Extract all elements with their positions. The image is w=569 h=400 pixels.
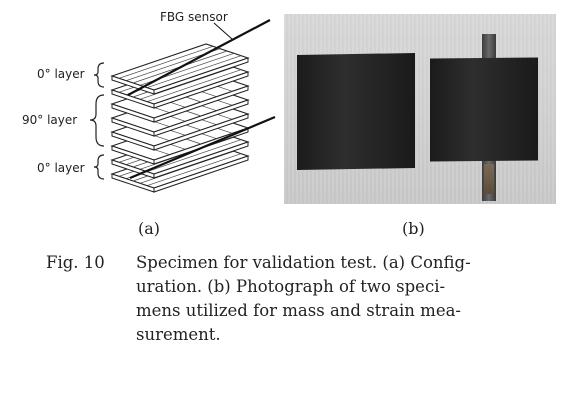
specimen-plate-right <box>430 57 538 162</box>
caption-line-1: Specimen for validation test. (a) Config… <box>136 253 471 272</box>
caption-line-3: mens utilized for mass and strain mea- <box>136 301 462 320</box>
ply-stack <box>110 43 250 193</box>
fbg-fiber-lower <box>129 115 276 180</box>
brace-middle <box>89 94 105 147</box>
fbg-sensor-label: FBG sensor <box>160 10 228 24</box>
fbg-fiber-upper <box>127 19 271 96</box>
sensor-leader-line <box>213 22 233 40</box>
layer-label-top: 0° layer <box>37 67 85 81</box>
caption-line-4: surement. <box>136 325 221 344</box>
subfigure-label-a: (a) <box>138 219 161 238</box>
laminate-diagram: FBG sensor 0° layer 90° layer 0° layer <box>22 10 276 193</box>
subfigure-label-b: (b) <box>402 219 425 238</box>
specimen-photograph <box>284 14 556 204</box>
layer-label-bottom: 0° layer <box>37 161 85 175</box>
figure-number: Fig. 10 <box>46 253 105 272</box>
specimen-plate-left <box>297 52 415 171</box>
caption-line-2: uration. (b) Photograph of two speci- <box>136 277 446 296</box>
figure-panel-a: FBG sensor 0° layer 90° layer 0° layer <box>0 0 290 215</box>
layer-label-middle: 90° layer <box>22 113 77 127</box>
brace-top <box>93 62 105 88</box>
brace-bottom <box>93 154 105 180</box>
